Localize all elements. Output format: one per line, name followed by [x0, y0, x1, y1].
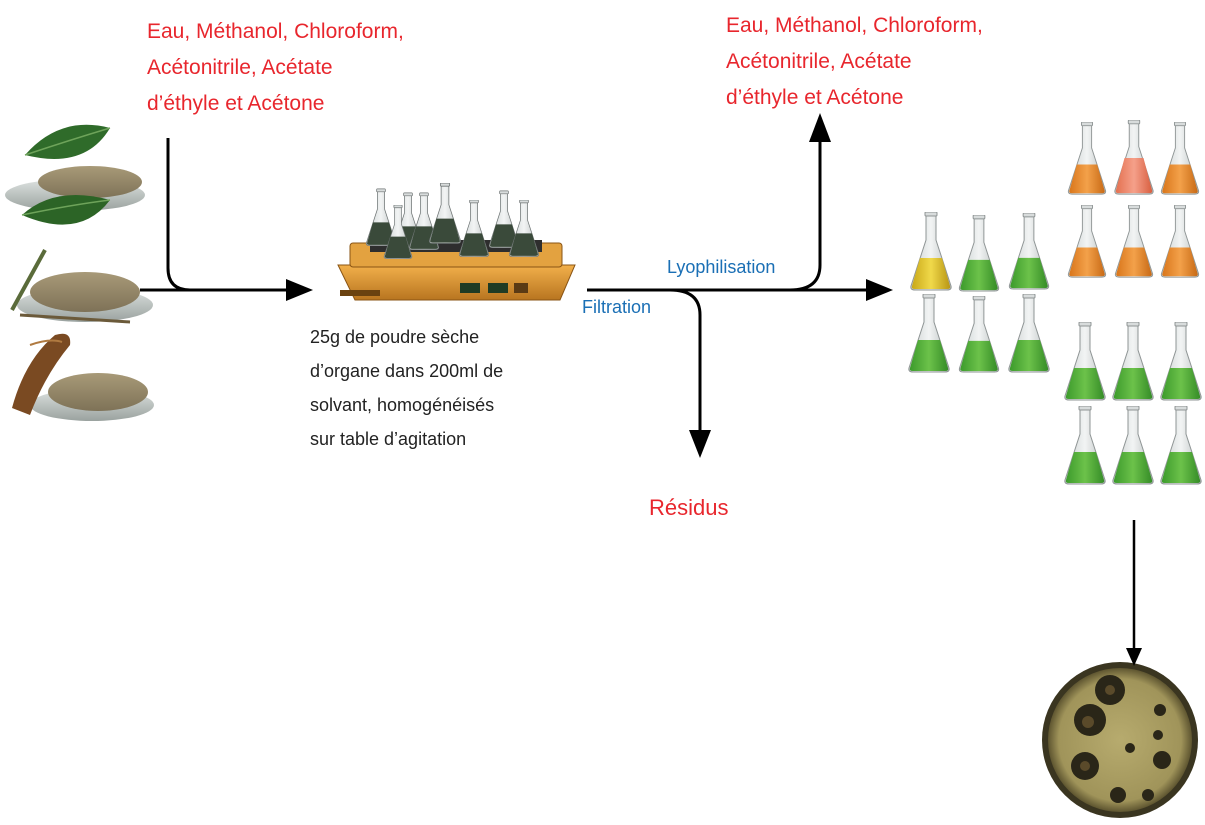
- stem-sample-image: [10, 249, 153, 324]
- description-line-1: 25g de poudre sèche: [310, 327, 480, 347]
- arrows: [140, 138, 1136, 652]
- solvents-right-line-1: Eau, Méthanol, Chloroform,: [726, 14, 983, 37]
- lyophilisation-label: Lyophilisation: [667, 257, 776, 277]
- solvents-right-line-3: d’éthyle et Acétone: [726, 86, 904, 109]
- arrow-heads: [286, 113, 1142, 666]
- lyophilised-flasks-group: [1067, 120, 1200, 278]
- solvents-label-right: Eau, Méthanol, Chloroform, Acétonitrile,…: [726, 8, 983, 116]
- lyophilisation-up-arrow: [789, 140, 822, 292]
- solvents-right-line-2: Acétonitrile, Acétate: [726, 50, 912, 73]
- solvents-left-line-1: Eau, Méthanol, Chloroform,: [147, 20, 404, 43]
- description-line-2: d’organe dans 200ml de: [310, 361, 504, 381]
- green-flasks-group: [1064, 322, 1202, 485]
- description-line-3: solvant, homogénéisés: [310, 395, 495, 415]
- solvents-left-line-3: d’éthyle et Acétone: [147, 92, 325, 115]
- shaker-table-image: [337, 183, 576, 301]
- residues-down-arrow: [669, 288, 702, 432]
- leaf-sample-image: [5, 124, 145, 225]
- residus-label: Résidus: [649, 495, 729, 520]
- petri-dish-image: [1042, 662, 1198, 818]
- solvents-label-left: Eau, Méthanol, Chloroform, Acétonitrile,…: [147, 14, 404, 122]
- root-sample-image: [12, 333, 154, 421]
- solvents-left-line-2: Acétonitrile, Acétate: [147, 56, 333, 79]
- solvent-input-arrow: [166, 138, 290, 292]
- extract-flasks-group: [908, 212, 1050, 373]
- description-line-4: sur table d’agitation: [310, 429, 467, 449]
- filtration-label: Filtration: [582, 297, 652, 317]
- extraction-description: 25g de poudre sèche d’organe dans 200ml …: [310, 320, 503, 456]
